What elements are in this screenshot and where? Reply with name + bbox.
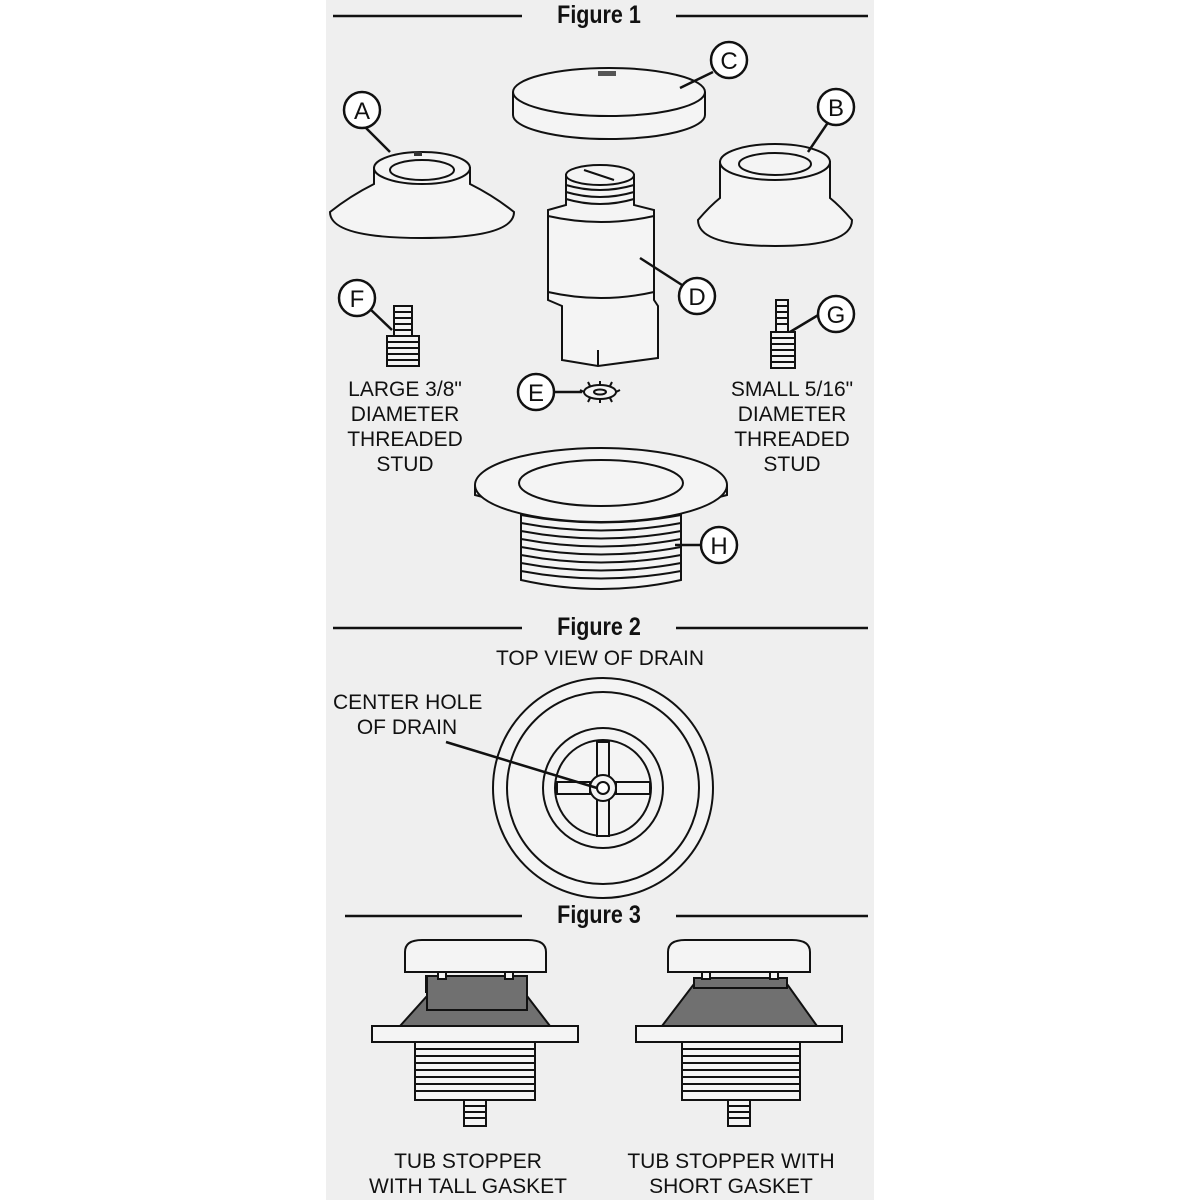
part-d-body [547,164,659,368]
part-f-large-stud [386,305,420,367]
callout-a-circle [342,90,382,130]
callout-b-letter: B [828,95,844,122]
stopper-tall-gasket [371,939,579,1127]
part-e-washer [579,381,621,403]
callout-e-circle [516,372,556,412]
part-a-ring [328,151,516,240]
figure2-subtitle: TOP VIEW OF DRAIN [495,647,705,670]
callout-f-letter: F [350,286,365,313]
callout-c-letter: C [720,48,737,75]
part-h-drain [474,447,728,590]
part-g-small-stud [770,299,796,369]
part-c-cap [512,67,706,140]
figure1-title: Figure 1 [557,1,641,29]
callout-f-circle [337,278,377,318]
callout-g-circle [816,294,856,334]
callout-d-letter: D [688,284,705,311]
callout-d-circle [677,276,717,316]
tall-gasket-label: TUB STOPPER WITH TALL GASKET [369,1150,567,1198]
callout-a-letter: A [354,98,370,125]
figure3-title: Figure 3 [557,901,641,929]
figure2-title: Figure 2 [557,613,641,641]
callout-b-circle [816,87,856,127]
callout-h-circle [699,525,739,565]
callout-h-letter: H [710,533,727,560]
short-gasket-label: TUB STOPPER WITH SHORT GASKET [627,1150,835,1198]
stopper-short-gasket [635,939,843,1127]
center-hole-label: CENTER HOLE OF DRAIN [333,691,483,739]
small-stud-label: SMALL 5/16" DIAMETER THREADED STUD [730,378,854,476]
callout-g-letter: G [827,302,846,329]
callout-e-letter: E [528,380,544,407]
callout-c-circle [709,40,749,80]
part-b-ring [696,143,854,248]
large-stud-label: LARGE 3/8" DIAMETER THREADED STUD [347,378,463,476]
drain-top-view [492,677,714,899]
